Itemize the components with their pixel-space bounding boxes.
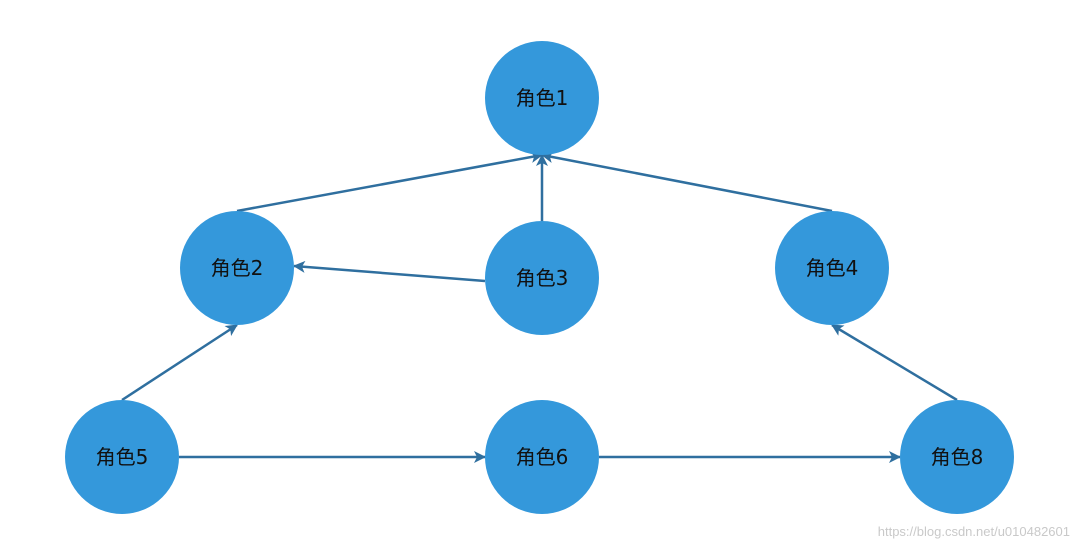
node-n8: 角色8: [900, 400, 1014, 514]
node-n1: 角色1: [485, 41, 599, 155]
node-n4: 角色4: [775, 211, 889, 325]
node-label: 角色8: [931, 445, 984, 469]
node-circle: [65, 400, 179, 514]
node-circle: [775, 211, 889, 325]
node-label: 角色4: [806, 256, 859, 280]
node-label: 角色6: [516, 445, 569, 469]
node-circle: [485, 400, 599, 514]
nodes-layer: 角色1 角色2 角色3 角色4 角色5 角色6 角色8: [65, 41, 1014, 514]
node-label: 角色2: [211, 256, 264, 280]
node-circle: [900, 400, 1014, 514]
edge-n5-n2: [121, 323, 238, 402]
edge-n4-n1: [541, 151, 833, 213]
edge-n8-n4: [831, 323, 958, 402]
edge-n2-n1: [236, 151, 543, 213]
node-n2: 角色2: [180, 211, 294, 325]
node-circle: [485, 221, 599, 335]
node-n3: 角色3: [485, 221, 599, 335]
node-n5: 角色5: [65, 400, 179, 514]
node-n6: 角色6: [485, 400, 599, 514]
node-label: 角色5: [96, 445, 149, 469]
watermark-text: https://blog.csdn.net/u010482601: [877, 524, 1070, 539]
edges-layer: [121, 151, 958, 463]
edge-n3-n2: [293, 260, 486, 283]
node-label: 角色3: [516, 266, 569, 290]
node-circle: [485, 41, 599, 155]
node-label: 角色1: [516, 86, 569, 110]
node-circle: [180, 211, 294, 325]
